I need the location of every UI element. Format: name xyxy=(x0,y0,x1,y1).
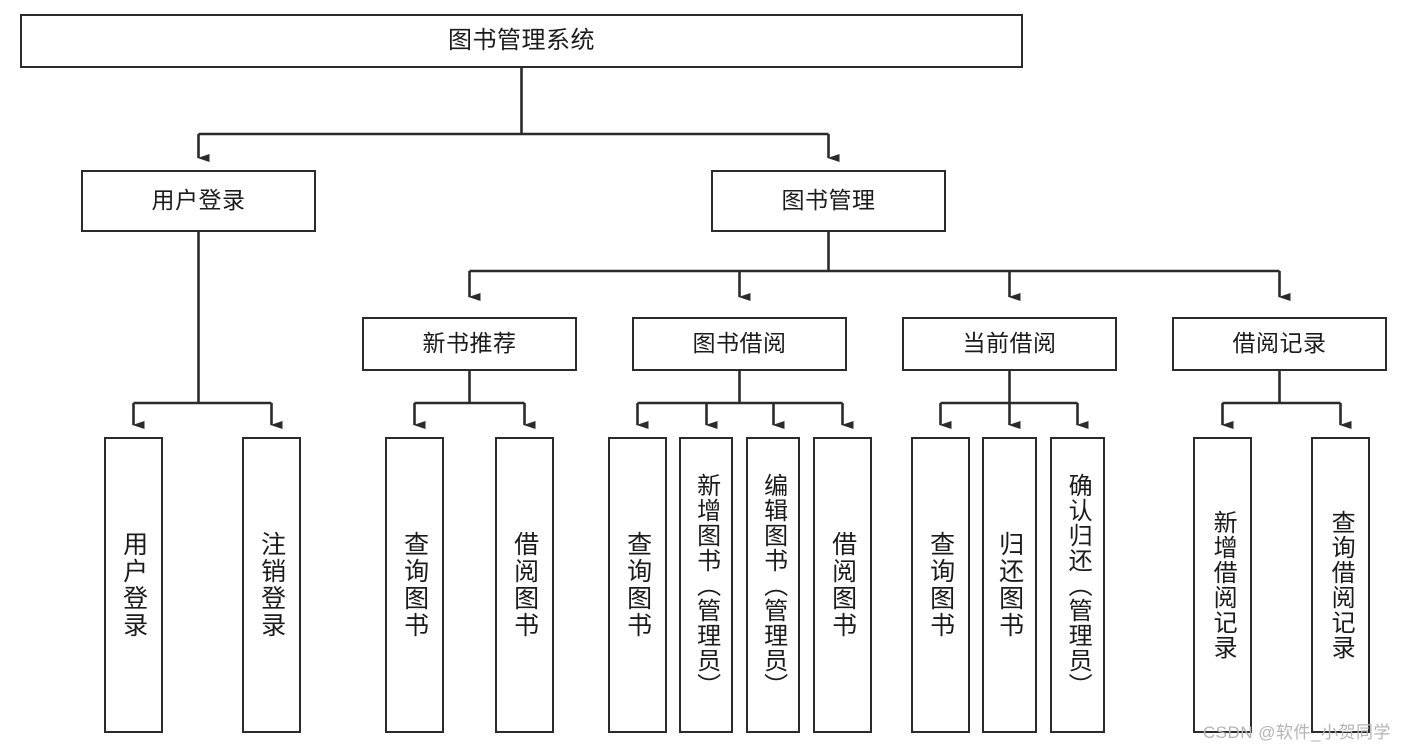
node-label: 借阅记录 xyxy=(1232,330,1327,357)
node-leaf-borrow-book-2[interactable]: 借阅图书 xyxy=(813,437,872,733)
node-label: 新书推荐 xyxy=(422,330,517,357)
node-leaf-user-login[interactable]: 用户登录 xyxy=(104,437,163,733)
node-label: 图书借阅 xyxy=(692,330,787,357)
node-leaf-confirm-return[interactable]: 确认归还（管理员） xyxy=(1050,437,1105,733)
node-label: 编辑图书（管理员） xyxy=(759,472,787,698)
node-label: 借阅图书 xyxy=(828,531,857,639)
node-leaf-borrow-book-1[interactable]: 借阅图书 xyxy=(495,437,554,733)
node-leaf-logout-login[interactable]: 注销登录 xyxy=(242,437,301,733)
node-book-borrow[interactable]: 图书借阅 xyxy=(632,317,847,371)
node-label: 借阅图书 xyxy=(510,531,539,639)
node-user-login[interactable]: 用户登录 xyxy=(81,170,316,232)
node-label: 当前借阅 xyxy=(962,330,1057,357)
node-book-manage[interactable]: 图书管理 xyxy=(711,170,946,232)
node-leaf-query-record[interactable]: 查询借阅记录 xyxy=(1311,437,1370,733)
csdn-watermark: CSDN @软件_小贺同学 xyxy=(1202,723,1391,742)
node-label: 确认归还（管理员） xyxy=(1064,472,1092,698)
node-leaf-query-book-2[interactable]: 查询图书 xyxy=(608,437,667,733)
node-label: 新增图书（管理员） xyxy=(692,472,720,698)
node-leaf-query-book-1[interactable]: 查询图书 xyxy=(385,437,444,733)
node-label: 用户登录 xyxy=(151,187,246,214)
node-label: 查询借阅记录 xyxy=(1327,510,1355,660)
node-label: 查询图书 xyxy=(400,531,429,639)
node-label: 图书管理系统 xyxy=(448,26,595,54)
node-label: 注销登录 xyxy=(257,531,286,639)
node-label: 查询图书 xyxy=(623,531,652,639)
node-label: 新增借阅记录 xyxy=(1209,510,1237,660)
node-leaf-add-book[interactable]: 新增图书（管理员） xyxy=(679,437,733,733)
node-label: 用户登录 xyxy=(119,531,148,639)
node-borrow-record[interactable]: 借阅记录 xyxy=(1172,317,1387,371)
node-book-management-system[interactable]: 图书管理系统 xyxy=(20,14,1023,68)
node-leaf-query-book-3[interactable]: 查询图书 xyxy=(911,437,970,733)
node-leaf-return-book[interactable]: 归还图书 xyxy=(982,437,1037,733)
node-leaf-edit-book[interactable]: 编辑图书（管理员） xyxy=(746,437,800,733)
node-new-book-recommend[interactable]: 新书推荐 xyxy=(362,317,577,371)
node-current-borrow[interactable]: 当前借阅 xyxy=(902,317,1117,371)
node-label: 归还图书 xyxy=(995,531,1024,639)
node-label: 图书管理 xyxy=(781,187,876,214)
node-leaf-add-record[interactable]: 新增借阅记录 xyxy=(1193,437,1252,733)
node-label: 查询图书 xyxy=(926,531,955,639)
